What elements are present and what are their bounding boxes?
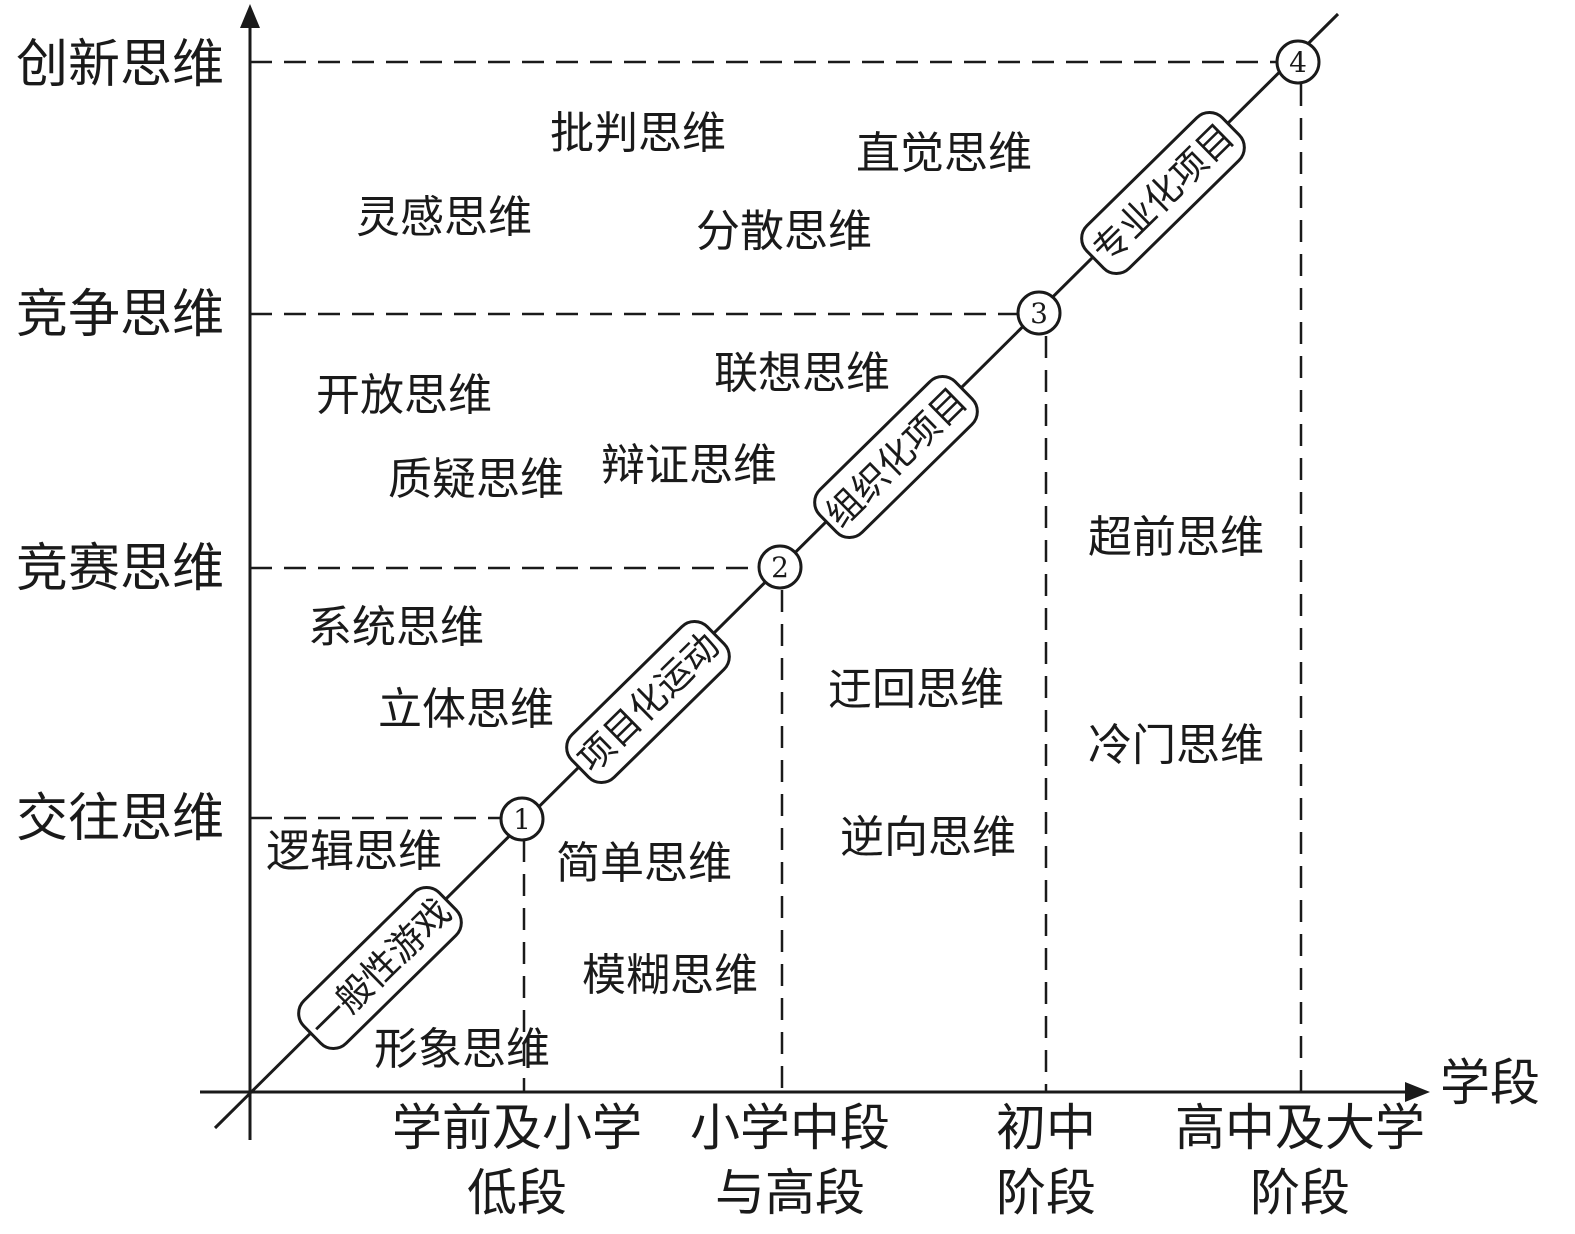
thinking-intuitive: 直觉思维 bbox=[856, 128, 1032, 179]
x-stage-4-line2: 阶段 bbox=[1250, 1164, 1350, 1222]
x-stage-1-line1: 学前及小学 bbox=[392, 1099, 642, 1157]
thinking-divergent: 分散思维 bbox=[696, 206, 872, 257]
milestone-3: 3 bbox=[1016, 290, 1062, 336]
y-level-competition: 竞争思维 bbox=[16, 285, 224, 345]
milestone-4-label: 4 bbox=[1289, 46, 1307, 79]
thinking-inspiration: 灵感思维 bbox=[356, 192, 532, 243]
thinking-dialectical: 辩证思维 bbox=[601, 440, 777, 491]
thinking-unpopular: 冷门思维 bbox=[1088, 720, 1264, 771]
y-level-contest: 竞赛思维 bbox=[16, 539, 224, 599]
x-stage-2-line1: 小学中段 bbox=[690, 1099, 890, 1157]
thinking-questioning: 质疑思维 bbox=[388, 454, 564, 505]
milestone-2: 2 bbox=[757, 544, 803, 590]
milestone-1-label: 1 bbox=[513, 803, 531, 836]
milestone-2-label: 2 bbox=[771, 551, 789, 584]
y-level-innovation: 创新思维 bbox=[16, 35, 224, 95]
thinking-roundabout: 迂回思维 bbox=[828, 664, 1004, 715]
milestone-4: 4 bbox=[1275, 39, 1321, 85]
y-axis-arrow bbox=[240, 4, 260, 28]
x-stage-4-line1: 高中及大学 bbox=[1175, 1099, 1425, 1157]
x-stage-3-line2: 阶段 bbox=[996, 1164, 1096, 1222]
milestone-1: 1 bbox=[499, 796, 545, 842]
x-axis-arrow bbox=[1405, 1082, 1430, 1102]
x-stage-3-line1: 初中 bbox=[996, 1099, 1096, 1157]
thinking-three-dimensional: 立体思维 bbox=[378, 684, 554, 735]
thinking-reverse: 逆向思维 bbox=[840, 812, 1016, 863]
y-level-communication: 交往思维 bbox=[16, 789, 224, 849]
thinking-systematic: 系统思维 bbox=[308, 602, 484, 653]
thinking-open: 开放思维 bbox=[316, 370, 492, 421]
thinking-forward: 超前思维 bbox=[1088, 512, 1264, 563]
thinking-imagery: 形象思维 bbox=[374, 1024, 550, 1075]
milestone-3-label: 3 bbox=[1030, 297, 1048, 330]
thinking-associative: 联想思维 bbox=[714, 348, 890, 399]
x-stage-1-line2: 低段 bbox=[467, 1164, 567, 1222]
stage-box-3-label: 组织化项目 bbox=[818, 380, 975, 535]
x-stage-2-line2: 与高段 bbox=[715, 1164, 865, 1222]
stage-box-2-label: 项目化运动 bbox=[570, 625, 727, 780]
stage-box-professional-projects: 专业化项目 bbox=[1080, 110, 1246, 276]
stage-box-project-sports: 项目化运动 bbox=[565, 619, 731, 785]
thinking-critical: 批判思维 bbox=[550, 108, 726, 159]
thinking-fuzzy: 模糊思维 bbox=[582, 950, 758, 1001]
thinking-logical: 逻辑思维 bbox=[266, 826, 442, 877]
thinking-simple: 简单思维 bbox=[556, 838, 732, 889]
stage-box-4-label: 专业化项目 bbox=[1085, 116, 1242, 271]
x-axis-title: 学段 bbox=[1440, 1054, 1540, 1112]
